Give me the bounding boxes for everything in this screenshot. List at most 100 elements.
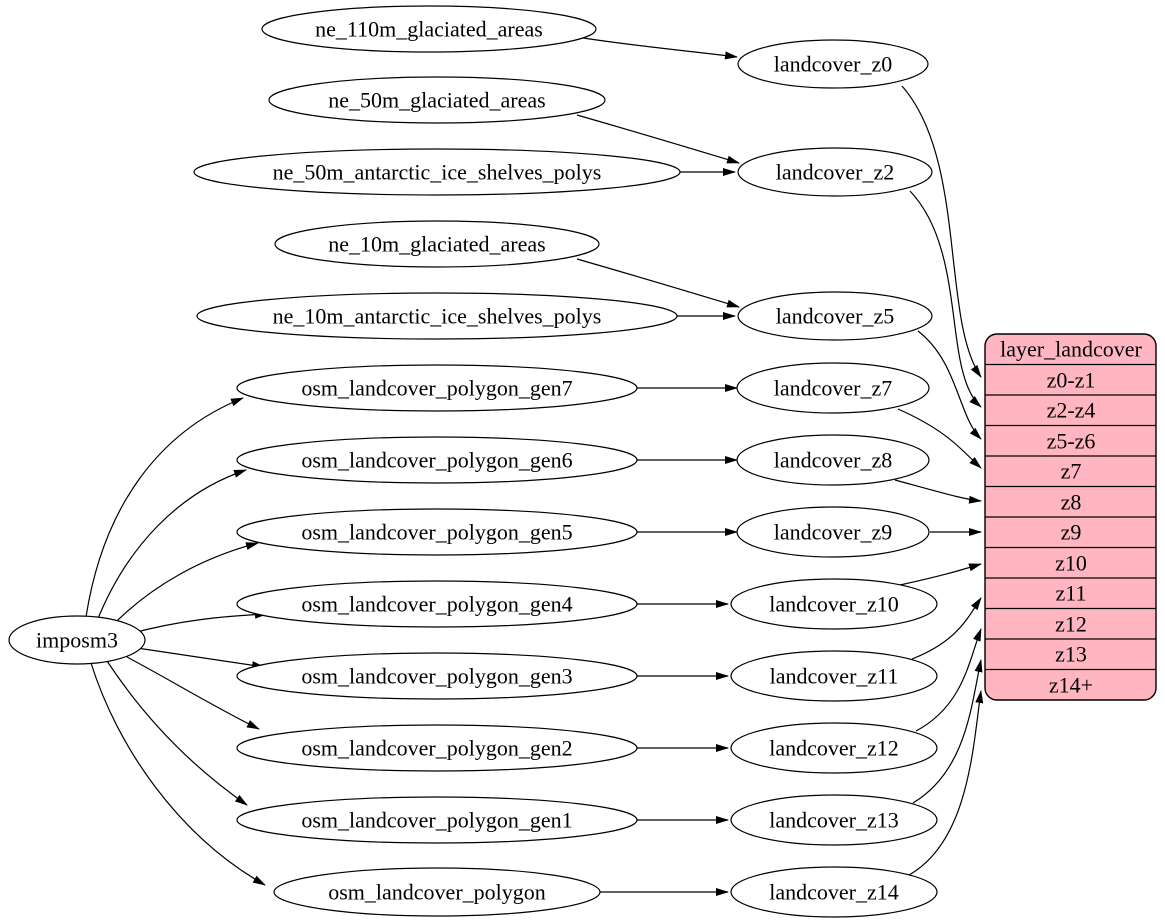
edge-landcover_z14-to-row-z14plus bbox=[908, 690, 984, 876]
landcover_z10-ellipse bbox=[730, 578, 938, 630]
edge-landcover_z8-to-row-z8 bbox=[894, 479, 982, 504]
record-row-z10: z10 bbox=[1055, 551, 1087, 576]
node-osm_landcover_polygon_gen6: osm_landcover_polygon_gen6 bbox=[236, 436, 638, 484]
osm_landcover_polygon_gen5-label: osm_landcover_polygon_gen5 bbox=[301, 520, 572, 545]
edge-imposm3-to-osm_landcover_polygon_gen1 bbox=[106, 660, 248, 806]
osm_landcover_polygon-ellipse bbox=[273, 867, 601, 917]
edge-imposm3-to-osm_landcover_polygon_gen6 bbox=[96, 469, 247, 622]
record-row-z0-z1: z0-z1 bbox=[1047, 368, 1096, 393]
node-osm_landcover_polygon_gen4: osm_landcover_polygon_gen4 bbox=[236, 580, 638, 628]
imposm3-label: imposm3 bbox=[36, 628, 118, 653]
osm_landcover_polygon_gen4-label: osm_landcover_polygon_gen4 bbox=[301, 592, 572, 617]
record-row-z14plus: z14+ bbox=[1049, 673, 1093, 698]
osm_landcover_polygon_gen7-ellipse bbox=[236, 364, 638, 412]
edge-landcover_z13-to-row-z13 bbox=[912, 659, 983, 804]
node-landcover_z13: landcover_z13 bbox=[730, 794, 938, 846]
ne_110m_glaciated_areas-label: ne_110m_glaciated_areas bbox=[315, 17, 543, 42]
edge-ne_110m_glaciated_areas-to-landcover_z0 bbox=[582, 37, 738, 60]
edge-imposm3-to-osm_landcover_polygon_gen4 bbox=[128, 610, 268, 635]
node-osm_landcover_polygon_gen3: osm_landcover_polygon_gen3 bbox=[236, 652, 638, 700]
node-layer_landcover: layer_landcover z0-z1 z2-z4 z5-z6 z7 z8 … bbox=[984, 333, 1157, 701]
ne_10m_glaciated_areas-ellipse bbox=[274, 220, 600, 268]
landcover_z8-label: landcover_z8 bbox=[774, 448, 893, 473]
ne_50m_glaciated_areas-label: ne_50m_glaciated_areas bbox=[328, 88, 545, 113]
record-row-z8: z8 bbox=[1061, 490, 1082, 515]
landcover_z0-label: landcover_z0 bbox=[774, 52, 893, 77]
landcover_z13-ellipse bbox=[730, 794, 938, 846]
edge-landcover_z12-to-row-z12 bbox=[915, 628, 982, 732]
node-landcover_z8: landcover_z8 bbox=[736, 434, 930, 486]
landcover_z2-label: landcover_z2 bbox=[776, 160, 895, 185]
ne_10m_antarctic_ice_shelves_polys-ellipse bbox=[196, 292, 678, 340]
landcover_z12-ellipse bbox=[730, 722, 938, 774]
edge-ne_50m_glaciated_areas-to-landcover_z2 bbox=[576, 114, 740, 164]
osm_landcover_polygon_gen3-ellipse bbox=[236, 652, 638, 700]
osm_landcover_polygon_gen6-ellipse bbox=[236, 436, 638, 484]
edge-imposm3-to-osm_landcover_polygon_gen2 bbox=[126, 656, 260, 730]
edge-landcover_z0-to-row-z0-z1 bbox=[901, 85, 982, 378]
nodes: imposm3 ne_110m_glaciated_areas ne_50m_g… bbox=[8, 5, 938, 918]
record-row-z13: z13 bbox=[1055, 642, 1087, 667]
landcover_z14-ellipse bbox=[730, 866, 938, 918]
osm_landcover_polygon_gen7-label: osm_landcover_polygon_gen7 bbox=[301, 376, 572, 401]
osm_landcover_polygon_gen4-ellipse bbox=[236, 580, 638, 628]
ne_10m_antarctic_ice_shelves_polys-label: ne_10m_antarctic_ice_shelves_polys bbox=[273, 304, 602, 329]
osm_landcover_polygon_gen6-label: osm_landcover_polygon_gen6 bbox=[301, 448, 572, 473]
edges bbox=[85, 37, 984, 896]
node-ne_50m_antarctic_ice_shelves_polys: ne_50m_antarctic_ice_shelves_polys bbox=[193, 148, 681, 196]
node-imposm3: imposm3 bbox=[8, 615, 146, 665]
record-row-z2-z4: z2-z4 bbox=[1047, 398, 1096, 423]
landcover_z9-ellipse bbox=[736, 506, 930, 558]
ne_50m_antarctic_ice_shelves_polys-ellipse bbox=[193, 148, 681, 196]
landcover_z12-label: landcover_z12 bbox=[769, 736, 899, 761]
edge-landcover_z2-to-row-z2-z4 bbox=[909, 190, 982, 408]
node-landcover_z11: landcover_z11 bbox=[730, 650, 938, 702]
edge-imposm3-to-osm_landcover_polygon bbox=[90, 662, 266, 886]
node-osm_landcover_polygon_gen7: osm_landcover_polygon_gen7 bbox=[236, 364, 638, 412]
landcover_z7-ellipse bbox=[736, 362, 930, 414]
node-osm_landcover_polygon_gen2: osm_landcover_polygon_gen2 bbox=[236, 724, 638, 772]
edge-ne_10m_glaciated_areas-to-landcover_z5 bbox=[576, 258, 740, 308]
node-ne_50m_glaciated_areas: ne_50m_glaciated_areas bbox=[268, 76, 606, 124]
node-landcover_z10: landcover_z10 bbox=[730, 578, 938, 630]
osm_landcover_polygon_gen1-ellipse bbox=[236, 796, 638, 844]
landcover_z7-label: landcover_z7 bbox=[774, 376, 893, 401]
landcover_z11-label: landcover_z11 bbox=[770, 664, 899, 689]
record-title: layer_landcover bbox=[1000, 337, 1142, 362]
node-ne_10m_glaciated_areas: ne_10m_glaciated_areas bbox=[274, 220, 600, 268]
edge-landcover_z11-to-row-z11 bbox=[911, 597, 982, 660]
landcover_z5-ellipse bbox=[737, 291, 933, 341]
record-row-z11: z11 bbox=[1056, 581, 1087, 606]
landcover_z2-ellipse bbox=[737, 147, 933, 197]
record-row-z9: z9 bbox=[1061, 520, 1082, 545]
node-landcover_z12: landcover_z12 bbox=[730, 722, 938, 774]
node-landcover_z14: landcover_z14 bbox=[730, 866, 938, 918]
landcover_z10-label: landcover_z10 bbox=[769, 592, 899, 617]
landcover_z9-label: landcover_z9 bbox=[774, 520, 893, 545]
edge-imposm3-to-osm_landcover_polygon_gen5 bbox=[109, 542, 259, 629]
landcover_z0-ellipse bbox=[737, 39, 929, 89]
node-ne_10m_antarctic_ice_shelves_polys: ne_10m_antarctic_ice_shelves_polys bbox=[196, 292, 678, 340]
osm_landcover_polygon_gen1-label: osm_landcover_polygon_gen1 bbox=[301, 808, 572, 833]
landcover_z8-ellipse bbox=[736, 434, 930, 486]
edge-imposm3-to-osm_landcover_polygon_gen3 bbox=[136, 647, 265, 670]
node-osm_landcover_polygon_gen5: osm_landcover_polygon_gen5 bbox=[236, 508, 638, 556]
osm_landcover_polygon_gen2-ellipse bbox=[236, 724, 638, 772]
osm_landcover_polygon_gen3-label: osm_landcover_polygon_gen3 bbox=[301, 664, 572, 689]
record-row-z5-z6: z5-z6 bbox=[1047, 429, 1096, 454]
node-landcover_z9: landcover_z9 bbox=[736, 506, 930, 558]
osm_landcover_polygon-label: osm_landcover_polygon bbox=[328, 880, 546, 905]
record-row-z7: z7 bbox=[1061, 459, 1082, 484]
imposm3-ellipse bbox=[8, 615, 146, 665]
landcover_z11-ellipse bbox=[730, 650, 938, 702]
edge-landcover_z10-to-row-z10 bbox=[899, 563, 982, 586]
osm_landcover_polygon_gen2-label: osm_landcover_polygon_gen2 bbox=[301, 736, 572, 761]
node-landcover_z2: landcover_z2 bbox=[737, 147, 933, 197]
node-osm_landcover_polygon_gen1: osm_landcover_polygon_gen1 bbox=[236, 796, 638, 844]
node-osm_landcover_polygon: osm_landcover_polygon bbox=[273, 867, 601, 917]
ne_50m_antarctic_ice_shelves_polys-label: ne_50m_antarctic_ice_shelves_polys bbox=[273, 160, 602, 185]
edge-landcover_z5-to-row-z5-z6 bbox=[917, 330, 982, 440]
landcover_z13-label: landcover_z13 bbox=[769, 808, 899, 833]
landcover_z5-label: landcover_z5 bbox=[776, 304, 895, 329]
